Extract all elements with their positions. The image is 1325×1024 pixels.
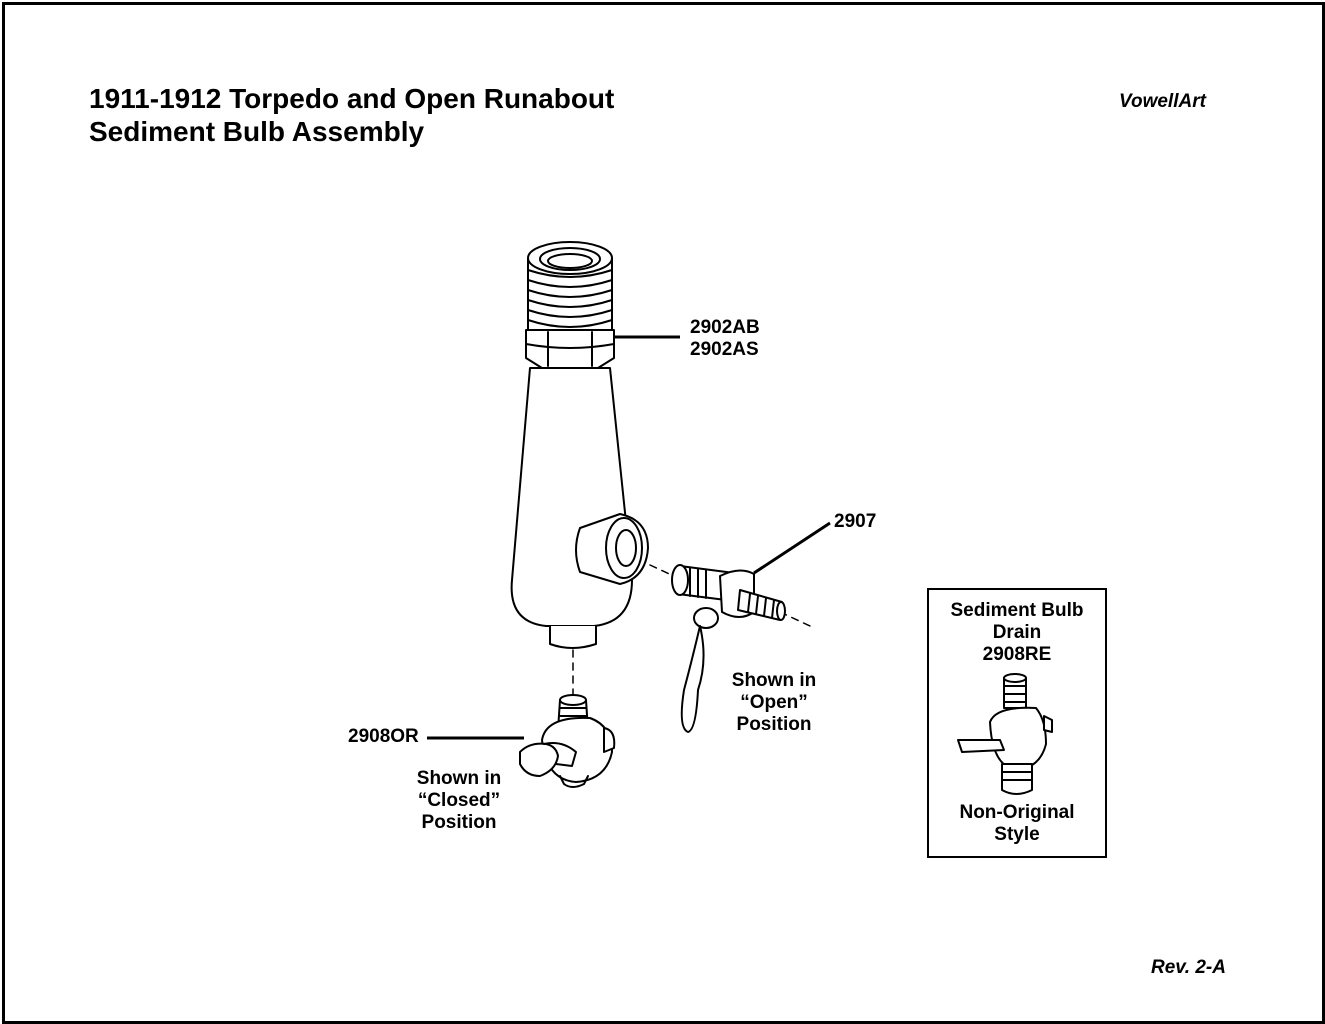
title-line-2: Sediment Bulb Assembly — [89, 116, 425, 147]
inset-heading: Sediment Bulb Drain 2908RE — [929, 600, 1105, 666]
inset-footer-line-1: Non-Original — [959, 802, 1075, 823]
leader-lines — [427, 335, 831, 740]
brand-label: VowellArt — [1119, 91, 1206, 112]
part-number-2902ab: 2902AB — [690, 317, 760, 338]
leader-2907 — [753, 521, 831, 575]
caption-closed-position: Shown in “Closed” Position — [394, 768, 524, 834]
caption-closed-line-3: Position — [421, 812, 497, 833]
sediment-bulb — [510, 241, 649, 649]
page-title: 1911-1912 Torpedo and Open Runabout Sedi… — [89, 82, 614, 148]
caption-closed-line-1: Shown in — [416, 768, 502, 789]
drain-2908or — [519, 694, 616, 788]
petcock-2907 — [671, 564, 786, 733]
caption-open-line-2: “Open” — [740, 692, 808, 713]
revision-label: Rev. 2-A — [1151, 957, 1226, 978]
inset-heading-line-1: Sediment Bulb — [950, 600, 1084, 621]
non-original-inset: Sediment Bulb Drain 2908RE Non-Original … — [927, 588, 1107, 858]
part-number-2908or: 2908OR — [348, 726, 419, 747]
inset-footer-line-2: Style — [994, 824, 1040, 845]
caption-open-line-3: Position — [736, 714, 812, 735]
caption-open-position: Shown in “Open” Position — [714, 670, 834, 736]
part-number-2907: 2907 — [834, 511, 877, 532]
part-number-2902as: 2902AS — [690, 339, 759, 360]
inset-heading-line-2: Drain — [992, 622, 1042, 643]
caption-closed-line-2: “Closed” — [417, 790, 501, 811]
inset-footer: Non-Original Style — [929, 802, 1105, 846]
drain-2908re — [957, 673, 1053, 795]
inset-part-number: 2908RE — [982, 644, 1052, 665]
callout-2902: 2902AB 2902AS — [690, 317, 760, 361]
caption-open-line-1: Shown in — [731, 670, 817, 691]
title-line-1: 1911-1912 Torpedo and Open Runabout — [89, 83, 615, 114]
